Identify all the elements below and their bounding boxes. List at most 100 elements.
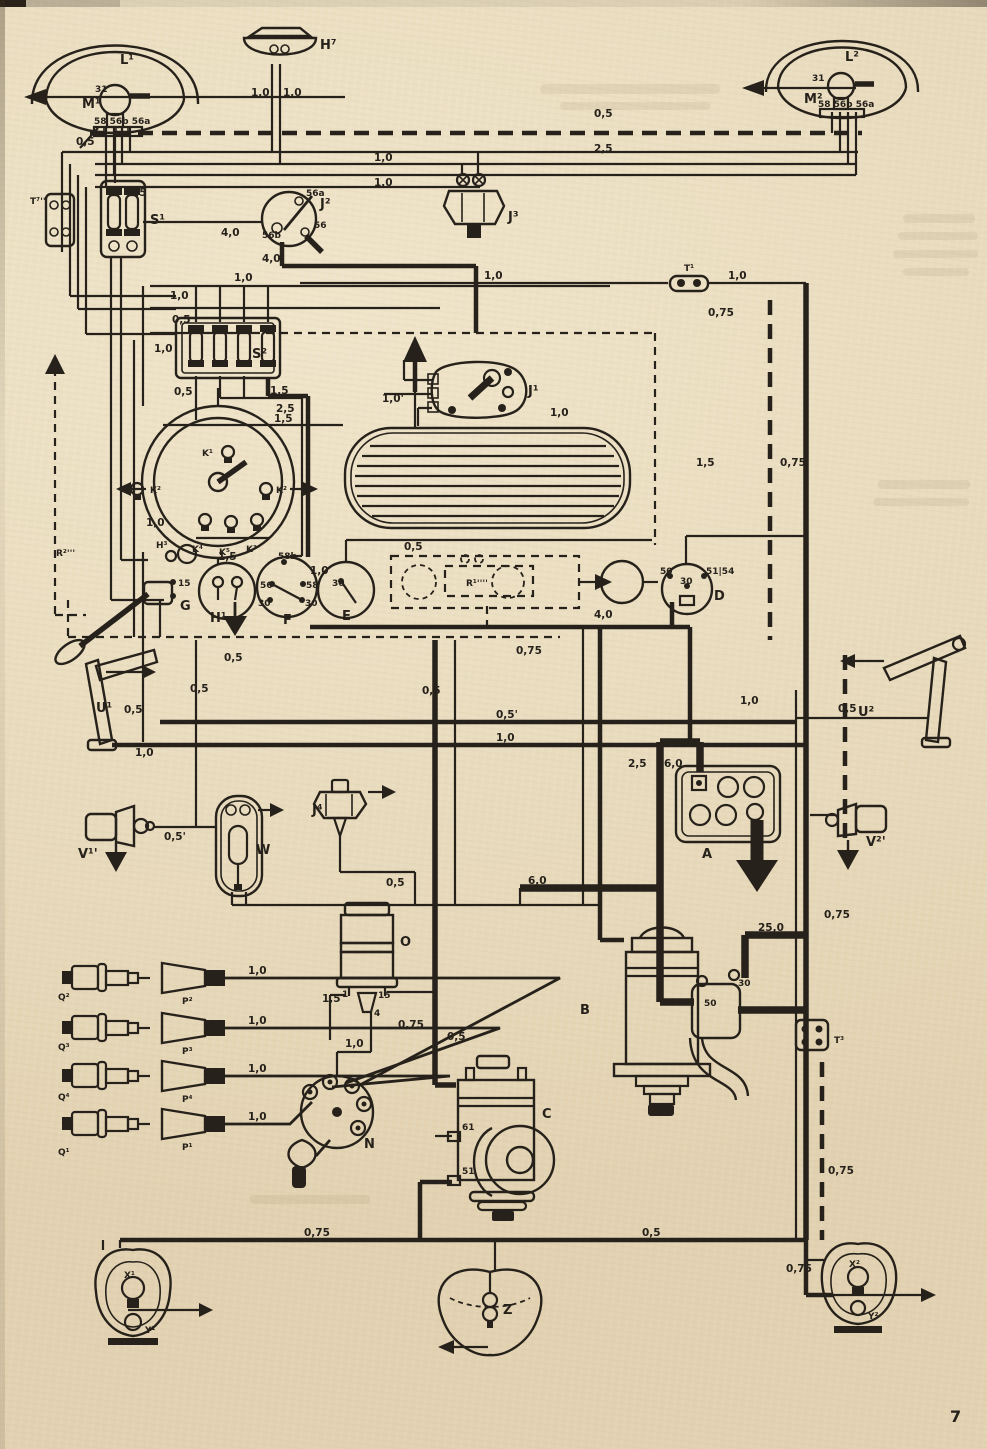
distributor-n-part bbox=[321, 1073, 339, 1091]
license-plate-lamp-z: Z bbox=[437, 1268, 543, 1357]
stoplight-switch-j3-part bbox=[455, 172, 471, 188]
label-k1: K¹ bbox=[202, 449, 213, 459]
dashboard-grille-part bbox=[355, 444, 621, 518]
switch-e: 30 E bbox=[316, 560, 376, 624]
parking-lamp-left-v1-part bbox=[114, 804, 136, 848]
wire-network-thin-part bbox=[76, 175, 176, 311]
ignition-coil-o-part bbox=[356, 991, 378, 1014]
horn: H⁷ bbox=[242, 26, 337, 56]
terminal-strip-right: 58 56b 56a bbox=[818, 100, 874, 110]
f-terminal-30a: 30 bbox=[258, 599, 271, 609]
semaphore-left-u1-part bbox=[86, 738, 118, 752]
starter-solenoid-part bbox=[688, 1037, 738, 1101]
wire-gauge-labels-part: 2,5 bbox=[628, 758, 647, 770]
distributor-n-part bbox=[307, 1089, 313, 1095]
indicator-lamp-k3 bbox=[249, 512, 265, 531]
label-u1: U¹ bbox=[96, 701, 112, 716]
wire-gauge-labels-part: 1,0 bbox=[484, 270, 503, 282]
parking-lamp-left-v1-part bbox=[84, 812, 118, 842]
wire-gauge-labels-part: 0,5 bbox=[124, 704, 143, 716]
wire-gauge-labels-part: 0,75 bbox=[786, 1263, 812, 1275]
fuse-holder-s1-part bbox=[99, 179, 147, 259]
label-k3: K³ bbox=[246, 545, 257, 555]
fuse-box-s2-part bbox=[174, 316, 282, 380]
j4-arrow bbox=[368, 785, 396, 799]
terminal-31-left: 31 bbox=[95, 85, 108, 95]
label-l2: L² bbox=[845, 50, 859, 65]
j2-terminal-56b: 56b bbox=[262, 231, 282, 241]
tail-lamp-right: X² Y² bbox=[820, 1242, 898, 1333]
fuse-box-s2-part bbox=[212, 330, 228, 364]
oil-pressure-switch-j4-part bbox=[325, 794, 353, 816]
cable-connector-t7: T⁷'' bbox=[30, 192, 76, 248]
flasher-relay-j1-part bbox=[501, 385, 515, 399]
label-l1: L¹ bbox=[120, 53, 134, 68]
semaphore-right-u2-part bbox=[924, 656, 948, 744]
semaphore-right-u2-part bbox=[951, 636, 967, 652]
scan-edge-left bbox=[0, 0, 5, 1449]
wire-gauge-labels-part: 0,5 bbox=[172, 314, 191, 326]
tail-lamp-left-part bbox=[94, 1248, 172, 1338]
indicator-lamp-k1-part bbox=[220, 444, 236, 460]
wire-gauge-labels-part: 0,75 bbox=[708, 307, 734, 319]
fuse-holder-s1: S¹ bbox=[99, 179, 165, 259]
starter-solenoid-part bbox=[727, 968, 741, 982]
battery-a-part bbox=[714, 803, 738, 827]
v1-ground-arrow-part bbox=[105, 852, 127, 872]
dimmer-relay-j2-part bbox=[282, 195, 314, 231]
starter-b-part bbox=[612, 1062, 712, 1078]
wire-network-heavy-part bbox=[265, 378, 311, 557]
label-o: O bbox=[400, 935, 411, 950]
j4-arrow-part bbox=[382, 785, 396, 799]
component-w-part bbox=[220, 800, 258, 892]
battery-starter-cables-part bbox=[656, 738, 704, 1006]
fuse-holder-s1-part bbox=[106, 188, 122, 195]
wire-gauge-labels-part: 1,0 bbox=[135, 747, 154, 759]
flasher-up-arrow-part bbox=[403, 336, 427, 362]
label-j2: J² bbox=[319, 197, 331, 212]
horn-button-h1-part bbox=[211, 575, 225, 589]
coil-terminal-15: 15 bbox=[378, 991, 391, 1001]
indicator-lamp-k3-part bbox=[249, 512, 265, 528]
indicator-lamp-k1-part bbox=[224, 458, 232, 463]
print-bleed-smudges-part bbox=[903, 268, 969, 276]
wire-gauge-labels-part: 1,0 bbox=[248, 1015, 267, 1027]
component-w-part bbox=[227, 824, 249, 866]
wire-gauge-labels-part: 1,0 bbox=[248, 1063, 267, 1075]
component-w-part bbox=[234, 884, 242, 890]
indicator-lamp-k1 bbox=[220, 444, 236, 463]
parking-lamp-right-v2-part bbox=[854, 804, 888, 834]
z-arrow bbox=[438, 1340, 488, 1354]
k2-right-arrow-part bbox=[303, 482, 318, 496]
label-h1: H¹ bbox=[210, 611, 227, 626]
cable-connector-t1-part bbox=[668, 274, 710, 293]
print-bleed-smudges-part bbox=[540, 84, 720, 94]
cable-connector-t1-part bbox=[693, 279, 701, 287]
fuse-box-s2-part bbox=[236, 330, 252, 364]
spark-plug-q1-part bbox=[126, 1117, 140, 1131]
wire-gauge-labels-part: 0,5 bbox=[447, 1031, 466, 1043]
horn-part bbox=[280, 44, 290, 54]
plug-connector-p1-part bbox=[160, 1107, 207, 1141]
oil-pressure-switch-j4: J⁴ bbox=[311, 778, 368, 840]
wire-gauge-labels-part: 2,5 bbox=[128, 187, 147, 199]
component-w-part bbox=[225, 804, 237, 816]
cigarette-lighter-part bbox=[599, 559, 645, 605]
fuse-holder-s1-part bbox=[124, 193, 140, 231]
wire-gauge-labels-part: 0,5 bbox=[76, 136, 95, 148]
wire-gauge-labels: 0,5 1,0 1,0 0,5 2,5 1,0 1,0 2,5 4,0 4,0 … bbox=[76, 87, 857, 1275]
label-s1: S¹ bbox=[150, 213, 165, 228]
ignition-coil-o-part bbox=[347, 987, 387, 996]
wire-gauge-labels-part: 6,0 bbox=[528, 875, 547, 887]
headlight-left-part bbox=[30, 44, 200, 105]
battery-ground-arrow-part bbox=[736, 860, 778, 892]
label-r1: R¹'''' bbox=[466, 579, 488, 589]
wire-network-plug-leads-part bbox=[225, 976, 561, 1088]
starter-b-part bbox=[634, 1074, 690, 1088]
wire-gauge-labels-part: 0,75 bbox=[780, 457, 806, 469]
wire-network-heavy-part bbox=[279, 242, 479, 333]
dynamo-c-part bbox=[516, 1066, 528, 1082]
coil-terminal-4: 4 bbox=[374, 1009, 380, 1019]
license-plate-lamp-z-part bbox=[481, 1291, 499, 1309]
dynamo-c-part bbox=[458, 1096, 534, 1108]
